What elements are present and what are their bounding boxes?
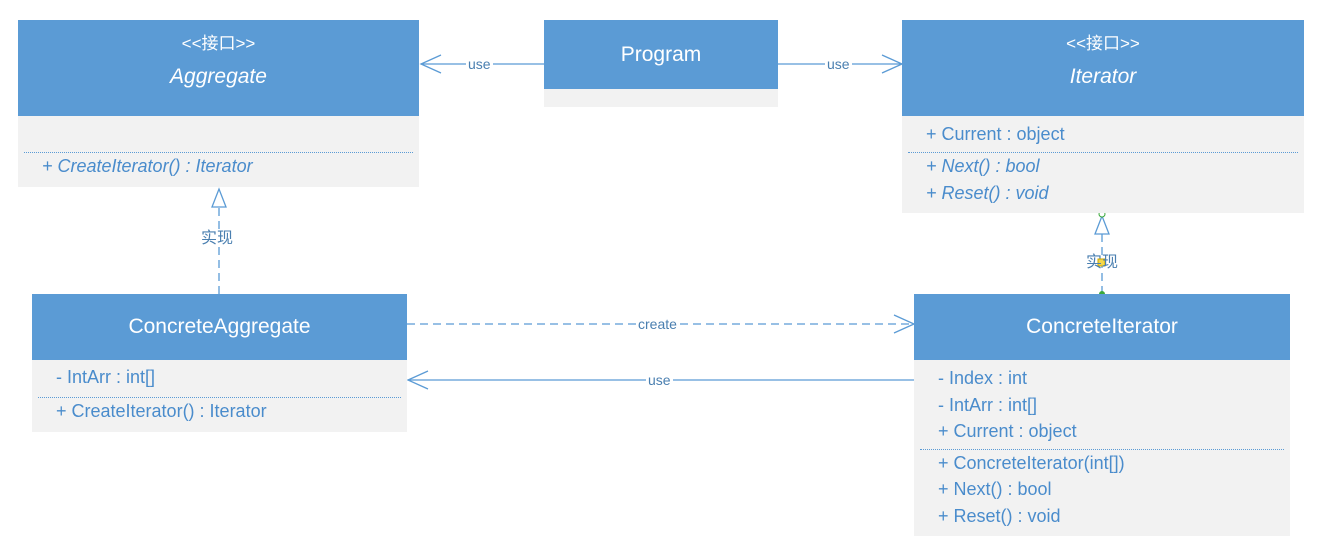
concrete-iterator-operation-constructor: + ConcreteIterator(int[]) [938, 453, 1125, 473]
concrete-aggregate-name: ConcreteAggregate [128, 315, 311, 338]
concrete-aggregate-attribute: - IntArr : int[] [56, 367, 156, 387]
concrete-aggregate-operation: + CreateIterator() : Iterator [56, 401, 267, 421]
iterator-header: <<接口>> Iterator [902, 20, 1304, 116]
iterator-stereotype: <<接口>> [1066, 34, 1140, 53]
use-label-program-aggregate: use [466, 56, 493, 72]
iterator-body: + Current : object + Next() : bool + Res… [902, 116, 1304, 213]
iterator-separator [908, 152, 1298, 153]
hollow-triangle-aggregate [211, 187, 227, 208]
iterator-operation-reset: + Reset() : void [926, 183, 1049, 203]
aggregate-name: Aggregate [170, 65, 267, 88]
aggregate-separator [24, 152, 413, 153]
program-class[interactable]: Program [544, 20, 778, 107]
aggregate-stereotype: <<接口>> [181, 34, 256, 53]
realization-label-aggregate: 实现 [199, 230, 236, 247]
aggregate-body: + CreateIterator() : Iterator [18, 116, 419, 187]
hollow-triangle-iterator [1094, 214, 1110, 235]
aggregate-interface[interactable]: <<接口>> Aggregate + CreateIterator() : It… [18, 20, 419, 187]
program-body [544, 89, 778, 107]
concrete-iterator-name: ConcreteIterator [1026, 315, 1178, 338]
concrete-aggregate-body: - IntArr : int[] + CreateIterator() : It… [32, 360, 407, 432]
concrete-aggregate-header: ConcreteAggregate [32, 294, 407, 360]
create-label: create [636, 316, 679, 332]
concrete-aggregate-class[interactable]: ConcreteAggregate - IntArr : int[] + Cre… [32, 294, 407, 432]
concrete-aggregate-separator [38, 397, 401, 398]
concrete-iterator-operation-reset: + Reset() : void [938, 506, 1061, 526]
iterator-attribute: + Current : object [926, 124, 1065, 144]
concrete-iterator-separator [920, 449, 1284, 450]
iterator-interface[interactable]: <<接口>> Iterator + Current : object + Nex… [902, 20, 1304, 213]
use-label-iterator-aggregate: use [646, 372, 673, 388]
use-label-program-iterator: use [825, 56, 852, 72]
concrete-iterator-attribute-index: - Index : int [938, 368, 1028, 388]
realization-label-iterator: 实现 [1086, 254, 1119, 271]
connector-handle-middle[interactable] [1097, 258, 1106, 267]
open-arrowhead-aggregate [419, 54, 442, 74]
concrete-iterator-attribute-intarr: - IntArr : int[] [938, 395, 1038, 415]
concrete-iterator-header: ConcreteIterator [914, 294, 1290, 360]
program-header: Program [544, 20, 778, 89]
aggregate-header: <<接口>> Aggregate [18, 20, 419, 116]
concrete-iterator-body: - Index : int - IntArr : int[] + Current… [914, 360, 1290, 536]
aggregate-operation: + CreateIterator() : Iterator [42, 156, 253, 176]
iterator-operation-next: + Next() : bool [926, 156, 1040, 176]
concrete-iterator-attribute-current: + Current : object [938, 421, 1077, 441]
concrete-iterator-operation-next: + Next() : bool [938, 479, 1052, 499]
iterator-name: Iterator [1069, 65, 1137, 88]
open-arrowhead-concrete-aggregate [406, 370, 429, 390]
program-name: Program [620, 43, 702, 66]
concrete-iterator-class[interactable]: ConcreteIterator - Index : int - IntArr … [914, 294, 1290, 536]
